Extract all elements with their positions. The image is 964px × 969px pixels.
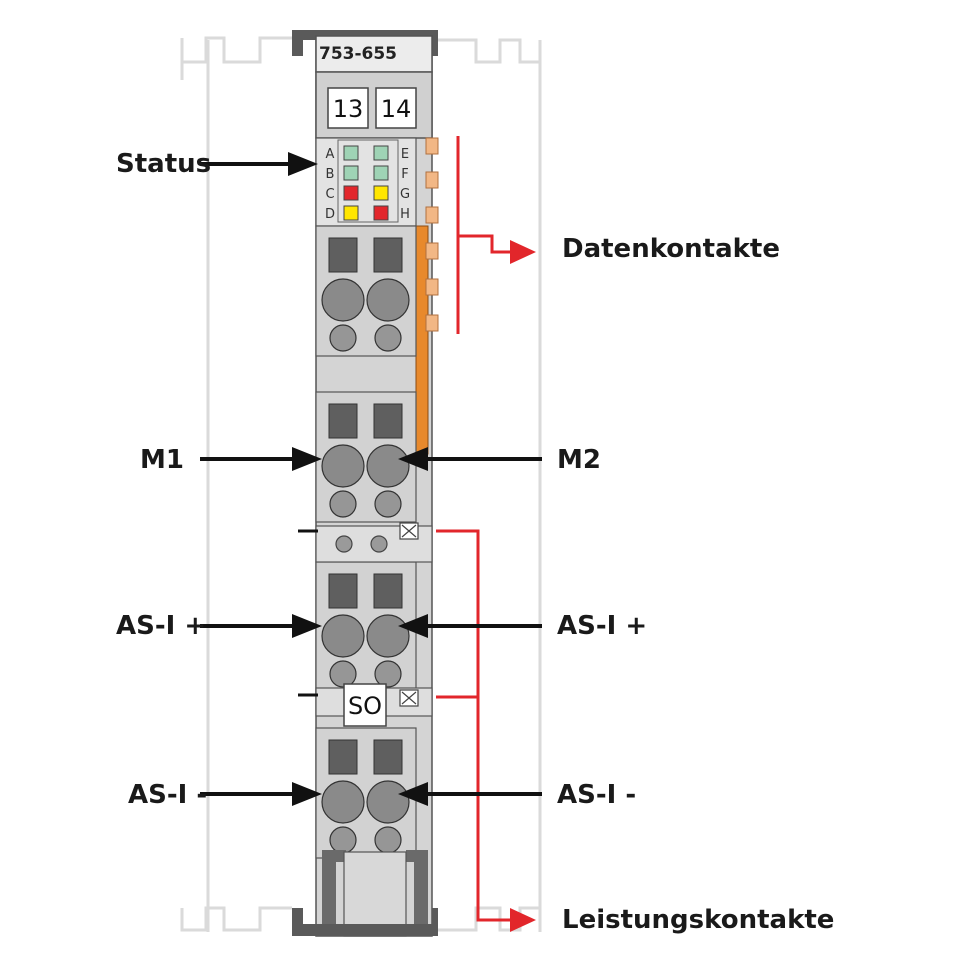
clamp-release-2 [373, 573, 403, 609]
clamp-block-2 [315, 391, 417, 523]
clamp-release-2 [373, 237, 403, 273]
label-asi-minus-right: AS-I - [557, 780, 636, 810]
data-contact-2 [425, 171, 439, 189]
label-status: Status [116, 149, 211, 179]
data-contacts-bracket [456, 136, 536, 334]
clamp-opening-1 [321, 278, 365, 322]
arrow-asi-plus-right [398, 614, 542, 638]
clamp-release-1 [328, 739, 358, 775]
status-led-c [343, 185, 359, 201]
clamp-test-point-2 [374, 490, 402, 518]
part-number-plate [315, 35, 433, 73]
status-led-d [343, 205, 359, 221]
label-leistungskontakte: Leistungskontakte [562, 905, 834, 935]
clamp-opening-2 [366, 780, 410, 824]
bottom-foot [292, 850, 438, 937]
clamp-release-1 [328, 403, 358, 439]
clamp-block-4 [315, 727, 417, 859]
din-rail-frame [180, 36, 542, 932]
terminal-number-14: 14 [381, 95, 412, 123]
clamp-opening-2 [366, 444, 410, 488]
data-contacts-arrow [510, 240, 536, 264]
data-contact-6 [425, 314, 439, 332]
clamp-opening-1 [321, 614, 365, 658]
label-m1: M1 [140, 445, 184, 475]
terminal-number-boxes: 13 14 [327, 87, 417, 129]
status-led-b [343, 165, 359, 181]
clamp-test-point-1 [329, 826, 357, 854]
status-led-panel [315, 137, 417, 227]
power-contact-slots [298, 522, 433, 717]
data-contacts [425, 137, 439, 332]
status-led-letter-b: B [326, 167, 335, 182]
status-led-letter-c: C [325, 187, 334, 202]
data-contact-strip [415, 225, 429, 455]
clamp-opening-2 [366, 278, 410, 322]
clamp-opening-1 [321, 780, 365, 824]
arrow-status [200, 152, 318, 176]
label-datenkontakte: Datenkontakte [562, 234, 780, 264]
led-window [337, 139, 399, 223]
terminal-clamps [315, 225, 417, 859]
clamp-test-point-1 [329, 660, 357, 688]
data-contact-4 [425, 242, 439, 260]
clamp-release-2 [373, 403, 403, 439]
arrow-asi-plus-left [200, 614, 322, 638]
status-led-e [373, 145, 389, 161]
so-marker: SO [343, 683, 387, 727]
status-led-letter-d: D [325, 207, 335, 222]
status-led-letter-f: F [401, 167, 408, 182]
part-number: 753-655 [319, 44, 397, 64]
status-led-a [343, 145, 359, 161]
arrow-m2 [398, 447, 542, 471]
clamp-release-2 [373, 739, 403, 775]
arrow-asi-minus-right [398, 782, 542, 806]
terminal-number-box-13 [327, 87, 369, 129]
so-marker-text: SO [348, 692, 382, 720]
clamp-test-point-1 [329, 490, 357, 518]
status-led-letter-a: A [326, 147, 335, 162]
clamp-release-1 [328, 237, 358, 273]
terminal-number-box-14 [375, 87, 417, 129]
clamp-test-point-2 [374, 660, 402, 688]
label-asi-plus-right: AS-I + [557, 611, 647, 641]
label-m2: M2 [557, 445, 601, 475]
power-contacts-bracket [436, 529, 536, 932]
status-led-g [373, 185, 389, 201]
label-asi-minus-left: AS-I - [128, 780, 207, 810]
status-led-f [373, 165, 389, 181]
clamp-block-1 [315, 225, 417, 357]
clamp-test-point-1 [329, 324, 357, 352]
arrow-asi-minus-left [200, 782, 322, 806]
power-contacts-arrow [510, 908, 536, 932]
clamp-test-point-2 [374, 324, 402, 352]
data-contact-1 [425, 137, 439, 155]
status-led-letter-h: H [400, 207, 410, 222]
terminal-number-13: 13 [333, 95, 364, 123]
arrow-m1 [200, 447, 322, 471]
callout-arrows [200, 152, 542, 806]
data-contact-5 [425, 278, 439, 296]
clamp-release-1 [328, 573, 358, 609]
clamp-opening-1 [321, 444, 365, 488]
status-led-h [373, 205, 389, 221]
status-led-letter-e: E [401, 147, 409, 162]
status-led-letter-g: G [400, 187, 410, 202]
clamp-opening-2 [366, 614, 410, 658]
label-asi-plus-left: AS-I + [116, 611, 206, 641]
clamp-test-point-2 [374, 826, 402, 854]
data-contact-3 [425, 206, 439, 224]
